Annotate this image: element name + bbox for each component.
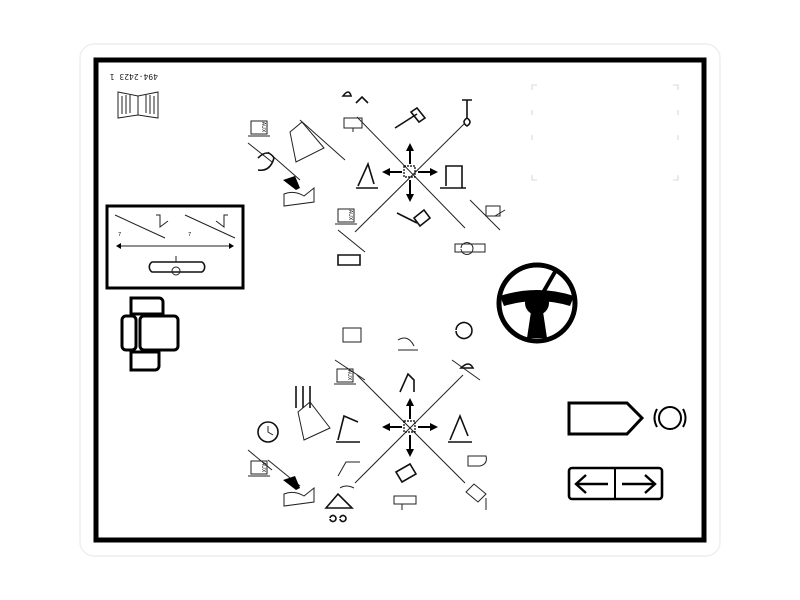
turtle-icon [324,492,354,523]
bucket-icon [393,495,417,510]
pattern-selector-panel: 7 7 [105,204,245,290]
auxiliary-hydraulic-icon: AUX [334,368,356,385]
clock-icon [257,421,279,443]
pedal-icon [283,176,315,207]
hammer-icon [295,386,311,408]
joystick-cross-icon [382,143,438,202]
boom-icon [297,401,331,441]
decal-frame [93,57,707,543]
auxiliary-hydraulic-icon: AUX [248,460,270,477]
svg-text:7: 7 [188,232,191,238]
auxiliary-hydraulic-icon: AUX [335,208,357,225]
boom-icon [448,413,472,443]
bucket-icon [341,91,369,104]
boom-icon [289,121,325,163]
boom-icon [440,165,466,189]
aux-label: AUX [260,122,266,133]
operator-seat-icon [120,296,180,372]
right-arrow-icon [622,474,657,494]
bucket-icon [485,205,506,217]
part-number: 494-2423 1 [110,72,158,81]
hammer-icon [394,106,427,129]
boom-icon [356,161,378,189]
lower-joystick-pattern: AUX AUX [247,321,487,523]
horn-icon [462,99,472,127]
fuel-tank-icon [567,401,645,436]
auxiliary-hydraulic-icon [337,254,361,266]
turtle-icon [257,152,275,172]
aux-label: AUX [346,370,352,381]
decal-card [79,43,721,557]
joystick-cross-icon [382,398,438,457]
bucket-icon [467,455,487,467]
left-arrow-icon [574,474,608,494]
auxiliary-hydraulic-icon [454,242,486,255]
upper-joystick-pattern: AUX AUX [247,91,506,266]
boom-icon [465,483,487,510]
steering-wheel-icon [496,262,578,344]
boom-icon [336,414,360,443]
manual-book-icon [117,91,159,119]
rabbit-icon [455,321,475,369]
svg-text:7: 7 [118,232,121,238]
registration-marks [531,84,679,181]
aux-label: AUX [260,462,266,473]
boom-icon [394,462,418,484]
hammer-icon [396,208,432,228]
aux-label: AUX [347,210,353,221]
boom-icon [397,337,418,351]
boom-icon [399,372,415,393]
auxiliary-hydraulic-icon [342,327,362,343]
brake-symbol-icon [653,406,687,430]
direction-arrow-panel [567,466,664,501]
auxiliary-hydraulic-icon: AUX [248,120,270,137]
boom-icon [337,461,360,489]
bucket-icon [343,117,363,132]
pedal-icon [283,476,315,507]
